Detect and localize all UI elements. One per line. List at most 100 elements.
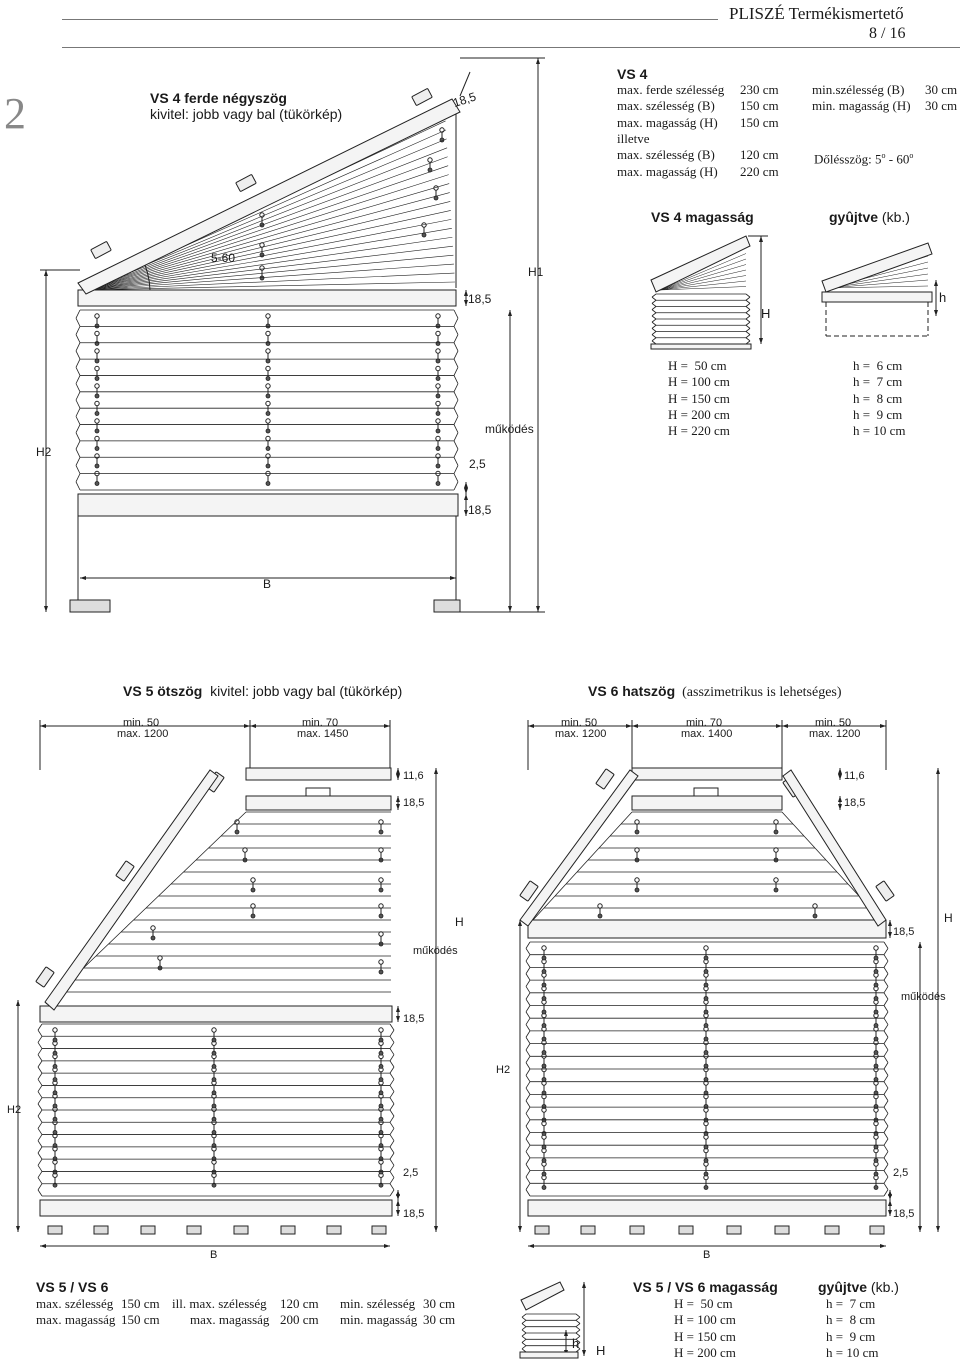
pleat-edge xyxy=(75,424,81,433)
pleat-edge xyxy=(389,1023,395,1031)
cord-eyelet xyxy=(378,959,384,965)
vs4-small-bottom xyxy=(650,343,752,350)
pleat-edge xyxy=(453,448,459,458)
cord-eyelet xyxy=(541,996,547,1001)
pleat-edge xyxy=(453,358,459,368)
vs4-tilt-label: Dőlésszög: 5 xyxy=(814,151,882,167)
pleat-edge xyxy=(883,1138,889,1146)
vs4-h-value: h = 9 cm xyxy=(853,406,903,422)
pleat-edge xyxy=(883,1030,889,1038)
cord-eyelet xyxy=(873,1036,879,1042)
vs4-spec-label: max. magasság (H) xyxy=(617,163,718,179)
mounting-bracket xyxy=(35,966,55,988)
cord-eyelet xyxy=(873,1023,879,1028)
pleat-edge xyxy=(883,998,889,1006)
cord-eyelet xyxy=(265,411,271,416)
cord-eyelet xyxy=(378,1050,384,1056)
cord-eyelet xyxy=(265,330,271,337)
pleat-edge xyxy=(745,303,751,307)
pleat-edge xyxy=(521,1320,527,1324)
cord-eyelet xyxy=(873,1104,879,1109)
vs4-fan-pleat xyxy=(85,183,450,291)
cord-eyelet xyxy=(435,383,441,389)
cord-eyelet xyxy=(435,376,441,381)
vs4-fan-pleat xyxy=(85,147,448,291)
pleat-edge xyxy=(525,1151,531,1159)
vs4-collected-title: gyûjtve (kb.) xyxy=(829,209,910,225)
footer-small-H: H xyxy=(596,1343,605,1358)
vs6-d185b: 18,5 xyxy=(893,926,914,938)
pleat-edge xyxy=(453,432,459,442)
pleat-edge xyxy=(525,948,531,955)
pleat-edge xyxy=(389,1152,395,1160)
pleat-edge xyxy=(883,1024,889,1032)
vs6-foot-clip xyxy=(580,1225,596,1235)
vs6-foot-clip xyxy=(869,1225,885,1235)
cord-eyelet xyxy=(378,969,384,975)
cord-eyelet xyxy=(150,925,156,931)
pleat-edge xyxy=(37,1146,43,1154)
vs4-spec-value: 220 cm xyxy=(740,163,779,179)
vs4-dim-top-line xyxy=(459,71,471,97)
pleat-edge xyxy=(37,1122,43,1129)
pleat-edge xyxy=(453,326,459,335)
cord-eyelet xyxy=(541,1158,547,1163)
pleat-edge xyxy=(389,1109,395,1117)
vs6-pleat-step xyxy=(532,907,545,921)
cord-eyelet xyxy=(378,1077,384,1082)
vs4-sloped-rail xyxy=(77,98,461,295)
vs4-h-value: h = 6 cm xyxy=(853,358,903,373)
vs5-dim2-min: min. 70 xyxy=(302,717,338,729)
pleat-edge xyxy=(525,1017,531,1025)
vs4-dim-bottom-rail: 18,5 xyxy=(468,503,492,517)
cord-eyelet xyxy=(435,393,441,399)
vs5-d25: 2,5 xyxy=(403,1167,418,1179)
footer-h-value: h = 7 cm xyxy=(826,1296,876,1311)
footer-collected-suffix: (kb.) xyxy=(867,1279,899,1295)
cord-eyelet xyxy=(52,1050,58,1056)
cord-eyelet xyxy=(435,313,441,319)
pleat-edge xyxy=(389,1177,395,1184)
cord-eyelet xyxy=(427,157,433,163)
vs5-pleat-step xyxy=(195,847,209,861)
cord-eyelet xyxy=(703,1171,709,1177)
vs5-bottom-rail xyxy=(39,1199,393,1217)
pleat-edge xyxy=(37,1109,43,1117)
vs4-fan-pleat xyxy=(85,236,453,291)
pleat-edge xyxy=(525,1062,531,1070)
cord-eyelet xyxy=(435,418,441,424)
mounting-bracket xyxy=(90,241,112,259)
cord-eyelet xyxy=(873,982,879,988)
pleat-edge xyxy=(883,1151,889,1159)
pleat-edge xyxy=(389,1165,395,1172)
pleat-edge xyxy=(37,1171,43,1178)
footer-H-value: H = 200 cm xyxy=(674,1344,736,1360)
cord-eyelet xyxy=(541,1063,547,1069)
vs4-tilt-mid: - 60 xyxy=(885,151,910,167)
vs5-subheading: kivitel: jobb vagy bal (tükörkép) xyxy=(210,683,403,699)
pleat-edge xyxy=(389,1079,395,1086)
vs4-spec-value: 150 cm xyxy=(740,98,779,114)
cord-eyelet xyxy=(378,1037,384,1043)
pleat-edge xyxy=(389,1060,395,1068)
cord-eyelet xyxy=(435,446,441,451)
pleat-edge xyxy=(575,1345,581,1350)
cord-eyelet xyxy=(94,446,100,451)
cord-eyelet xyxy=(703,1104,709,1109)
vs6-d185a: 18,5 xyxy=(844,797,865,809)
pleat-edge xyxy=(883,986,889,994)
pleat-edge xyxy=(75,391,81,401)
pleat-edge xyxy=(389,1036,395,1043)
vs4-fan-pleat xyxy=(85,228,452,291)
vs6-slope-right xyxy=(782,769,887,927)
pleat-edge xyxy=(37,1023,43,1031)
pleat-edge xyxy=(453,408,459,417)
pleat-edge xyxy=(525,1144,531,1152)
pleat-edge xyxy=(883,1017,889,1025)
pleat-edge xyxy=(453,416,459,425)
vs6-pleat-step xyxy=(814,847,827,861)
cord-eyelet xyxy=(873,1077,879,1082)
cord-eyelet xyxy=(634,887,640,893)
vs6-foot-clip xyxy=(824,1225,840,1235)
footer-H-value: H = 100 cm xyxy=(674,1312,736,1328)
